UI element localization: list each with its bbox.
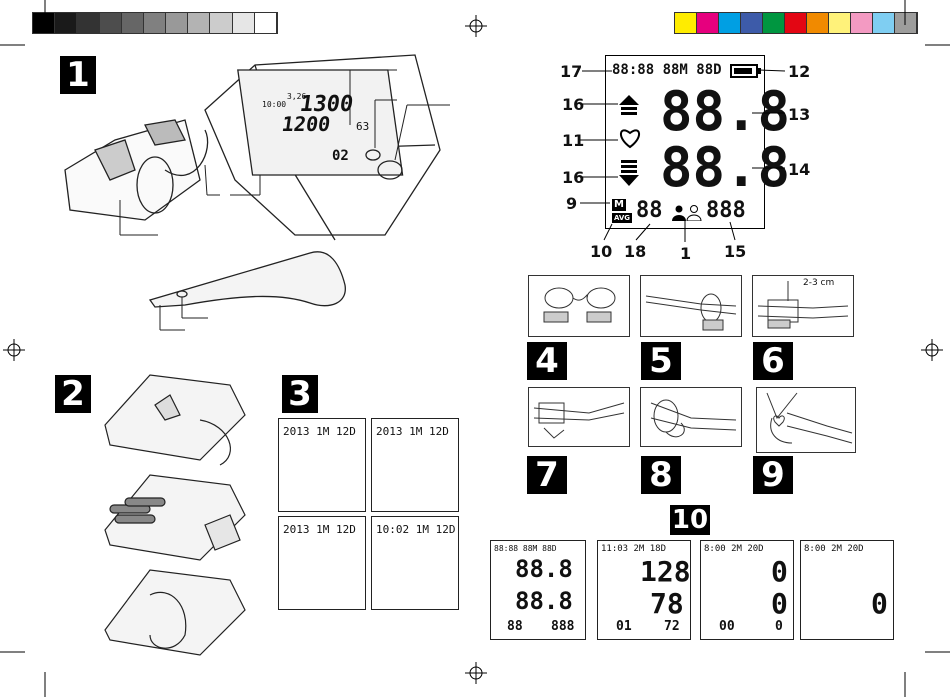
step-8-illustration — [640, 387, 742, 447]
screen-left: 01 — [616, 619, 632, 634]
screen-top: 8:00 2M 20D — [804, 544, 864, 554]
step-6-illustration: 2-3 cm — [752, 275, 854, 337]
screen-10-zero: 8:00 2M 20D 0 0 00 0 — [700, 540, 794, 640]
screen-b: 78 — [650, 587, 684, 620]
step-9-badge: 9 — [753, 456, 793, 494]
step-6-measure-label: 2-3 cm — [803, 278, 834, 288]
screen-top: 11:03 2M 18D — [601, 544, 666, 554]
screen-right: 888 — [551, 619, 574, 634]
step-10-badge: 10 — [670, 505, 710, 535]
screen-left: 00 — [719, 619, 735, 634]
screen-right: 72 — [664, 619, 680, 634]
screen-left: 88 — [507, 619, 523, 634]
screen-a: 128 — [640, 555, 691, 588]
screen-b: 88.8 — [515, 587, 573, 615]
step-5-badge: 5 — [641, 342, 681, 380]
step-7-illustration — [528, 387, 630, 447]
screen-b: 0 — [871, 587, 888, 620]
screen-a: 0 — [771, 555, 788, 588]
screen-b: 0 — [771, 587, 788, 620]
step-5-illustration — [640, 275, 742, 337]
screen-10-reading: 11:03 2M 18D 128 78 01 72 — [597, 540, 691, 640]
screen-right: 0 — [775, 619, 783, 634]
step-6-badge: 6 — [753, 342, 793, 380]
screen-10-inflating: 8:00 2M 20D 0 — [800, 540, 894, 640]
screen-10-all-segments: 88:88 88M 88D 88.8 88.8 88 888 — [490, 540, 586, 640]
step-4-badge: 4 — [527, 342, 567, 380]
screen-a: 88.8 — [515, 555, 573, 583]
step-8-badge: 8 — [641, 456, 681, 494]
screen-top: 8:00 2M 20D — [704, 544, 764, 554]
step-4-illustration — [528, 275, 630, 337]
step-9-illustration — [756, 387, 856, 453]
screen-top: 88:88 88M 88D — [494, 544, 557, 553]
step-7-badge: 7 — [527, 456, 567, 494]
